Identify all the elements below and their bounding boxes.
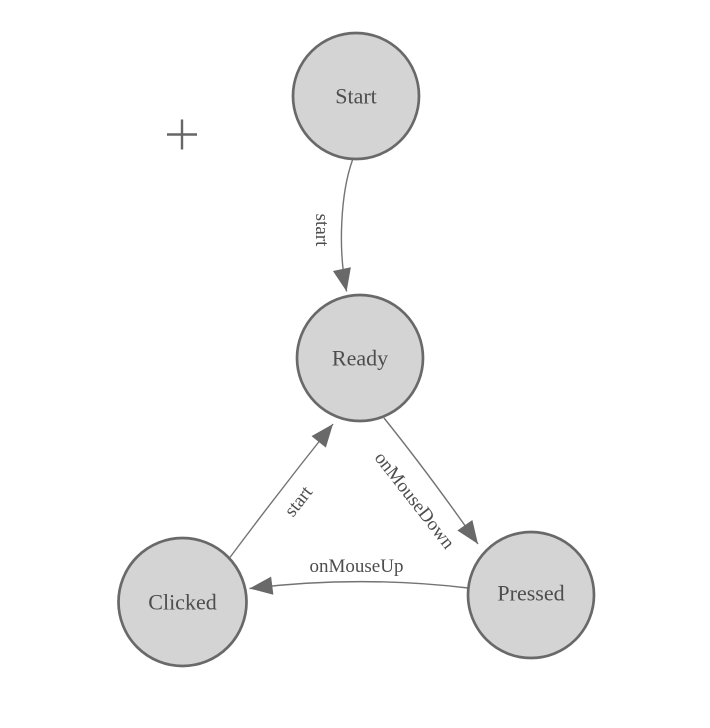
transition-pressed-to-clicked[interactable]: onMouseUp bbox=[249, 556, 469, 595]
state-label: Clicked bbox=[148, 589, 216, 614]
transition-start-to-ready[interactable]: start bbox=[311, 159, 354, 292]
state-circle[interactable] bbox=[466, 530, 596, 660]
state-circle[interactable] bbox=[117, 536, 248, 668]
state-circle[interactable] bbox=[295, 293, 425, 423]
transition-label: onMouseUp bbox=[310, 556, 404, 577]
crosshair-pointer-icon bbox=[167, 119, 197, 150]
transition-line[interactable] bbox=[332, 159, 354, 292]
state-node-start[interactable]: Start bbox=[291, 31, 421, 161]
transition-line[interactable] bbox=[249, 576, 469, 595]
transition-clicked-to-ready[interactable]: start bbox=[228, 423, 334, 559]
state-node-pressed[interactable]: Pressed bbox=[466, 530, 596, 660]
state-label: Pressed bbox=[497, 580, 564, 605]
state-node-clicked[interactable]: Clicked bbox=[117, 536, 248, 668]
transition-ready-to-pressed[interactable]: onMouseDown bbox=[370, 417, 479, 554]
transition-line[interactable] bbox=[228, 423, 334, 559]
transition-label: onMouseDown bbox=[370, 448, 459, 554]
transition-label: start bbox=[311, 214, 332, 247]
state-label: Ready bbox=[332, 345, 388, 370]
state-circle[interactable] bbox=[291, 31, 421, 161]
state-node-ready[interactable]: Ready bbox=[295, 293, 425, 423]
transition-label: start bbox=[280, 482, 317, 521]
state-label: Start bbox=[335, 83, 377, 108]
transition-line[interactable] bbox=[383, 417, 479, 545]
